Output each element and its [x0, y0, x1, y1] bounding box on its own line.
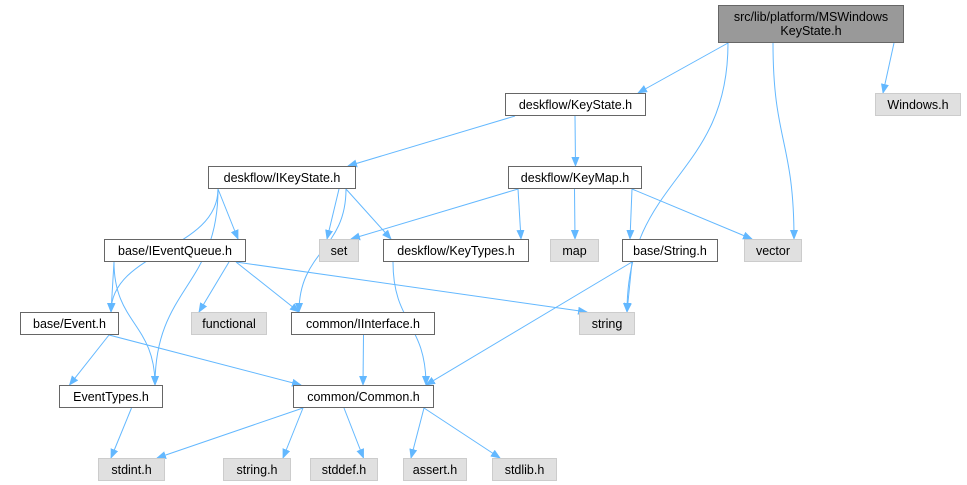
node-label: string.h	[236, 462, 278, 477]
node-keytypes[interactable]: deskflow/KeyTypes.h	[383, 239, 529, 262]
node-label: set	[330, 243, 348, 258]
edge-root-to-windows	[881, 42, 895, 94]
edge-keystate-to-keymap	[571, 115, 580, 167]
node-label: deskflow/IKeyState.h	[223, 170, 341, 185]
edge-keymap-to-set	[350, 188, 519, 241]
edge-common-to-assert	[409, 407, 425, 459]
edge-keymap-to-basestring	[626, 188, 635, 240]
node-root: src/lib/platform/MSWindows KeyState.h	[718, 5, 904, 43]
node-stdlib: stdlib.h	[492, 458, 557, 481]
node-label: base/IEventQueue.h	[118, 243, 232, 258]
node-stdint: stdint.h	[98, 458, 165, 481]
node-label: stdlib.h	[504, 462, 545, 477]
node-ikeystate[interactable]: deskflow/IKeyState.h	[208, 166, 356, 189]
edge-common-to-stdlib	[423, 407, 501, 459]
node-label: EventTypes.h	[73, 389, 149, 404]
edge-keymap-to-vector	[631, 188, 753, 240]
edge-root-to-string	[623, 42, 729, 313]
node-label: common/IInterface.h	[306, 316, 420, 331]
node-label: base/Event.h	[33, 316, 106, 331]
edge-keymap-to-keytypes	[516, 188, 525, 240]
edge-ieventqueue-to-eventtypes	[113, 261, 159, 386]
node-label: stdint.h	[111, 462, 152, 477]
edge-root-to-keystate	[637, 42, 729, 94]
node-label: deskflow/KeyState.h	[518, 97, 633, 112]
edge-event-to-common	[108, 334, 302, 387]
node-label: functional	[202, 316, 256, 331]
edge-ieventqueue-to-string	[235, 261, 588, 315]
edge-eventtypes-to-stdint	[110, 407, 132, 459]
node-assert: assert.h	[403, 458, 467, 481]
edge-ieventqueue-to-event	[107, 261, 116, 313]
edge-root-to-vector	[772, 42, 798, 240]
edge-common-to-stdint	[156, 407, 304, 459]
edge-event-to-eventtypes	[68, 334, 110, 386]
node-functional: functional	[191, 312, 267, 335]
edge-ikeystate-to-keytypes	[345, 188, 392, 240]
node-eventtypes[interactable]: EventTypes.h	[59, 385, 163, 408]
edge-ikeystate-to-eventtypes	[151, 188, 219, 386]
node-ieventqueue[interactable]: base/IEventQueue.h	[104, 239, 246, 262]
node-label: assert.h	[412, 462, 458, 477]
edge-ieventqueue-to-iinterface	[235, 261, 300, 313]
edge-keystate-to-ikeystate	[347, 115, 516, 168]
edge-basestring-to-string	[623, 261, 633, 313]
edge-common-to-stringh	[282, 407, 304, 459]
node-label: map	[562, 243, 587, 258]
node-label: string	[591, 316, 623, 331]
node-basestring[interactable]: base/String.h	[622, 239, 718, 262]
node-label: common/Common.h	[307, 389, 420, 404]
node-label: base/String.h	[633, 243, 707, 258]
node-stddef: stddef.h	[310, 458, 378, 481]
node-map: map	[550, 239, 599, 262]
node-keymap[interactable]: deskflow/KeyMap.h	[508, 166, 642, 189]
node-common[interactable]: common/Common.h	[293, 385, 434, 408]
edge-ieventqueue-to-functional	[198, 261, 230, 313]
node-label: vector	[755, 243, 791, 258]
node-string: string	[579, 312, 635, 335]
node-label: deskflow/KeyMap.h	[520, 170, 630, 185]
node-label: stddef.h	[321, 462, 367, 477]
node-keystate[interactable]: deskflow/KeyState.h	[505, 93, 646, 116]
edge-common-to-stddef	[343, 407, 364, 459]
node-event[interactable]: base/Event.h	[20, 312, 119, 335]
edge-ikeystate-to-set	[325, 188, 340, 240]
node-label: Windows.h	[887, 97, 949, 112]
edge-ikeystate-to-ieventqueue	[217, 188, 239, 240]
edge-basestring-to-common	[425, 261, 633, 386]
node-stringh: string.h	[223, 458, 291, 481]
node-iinterface[interactable]: common/IInterface.h	[291, 312, 435, 335]
node-label: src/lib/platform/MSWindows KeyState.h	[733, 10, 889, 38]
node-set: set	[319, 239, 359, 262]
node-vector: vector	[744, 239, 802, 262]
node-windows: Windows.h	[875, 93, 961, 116]
edge-keymap-to-map	[570, 188, 579, 240]
node-label: deskflow/KeyTypes.h	[397, 243, 515, 258]
edge-iinterface-to-common	[359, 334, 368, 386]
